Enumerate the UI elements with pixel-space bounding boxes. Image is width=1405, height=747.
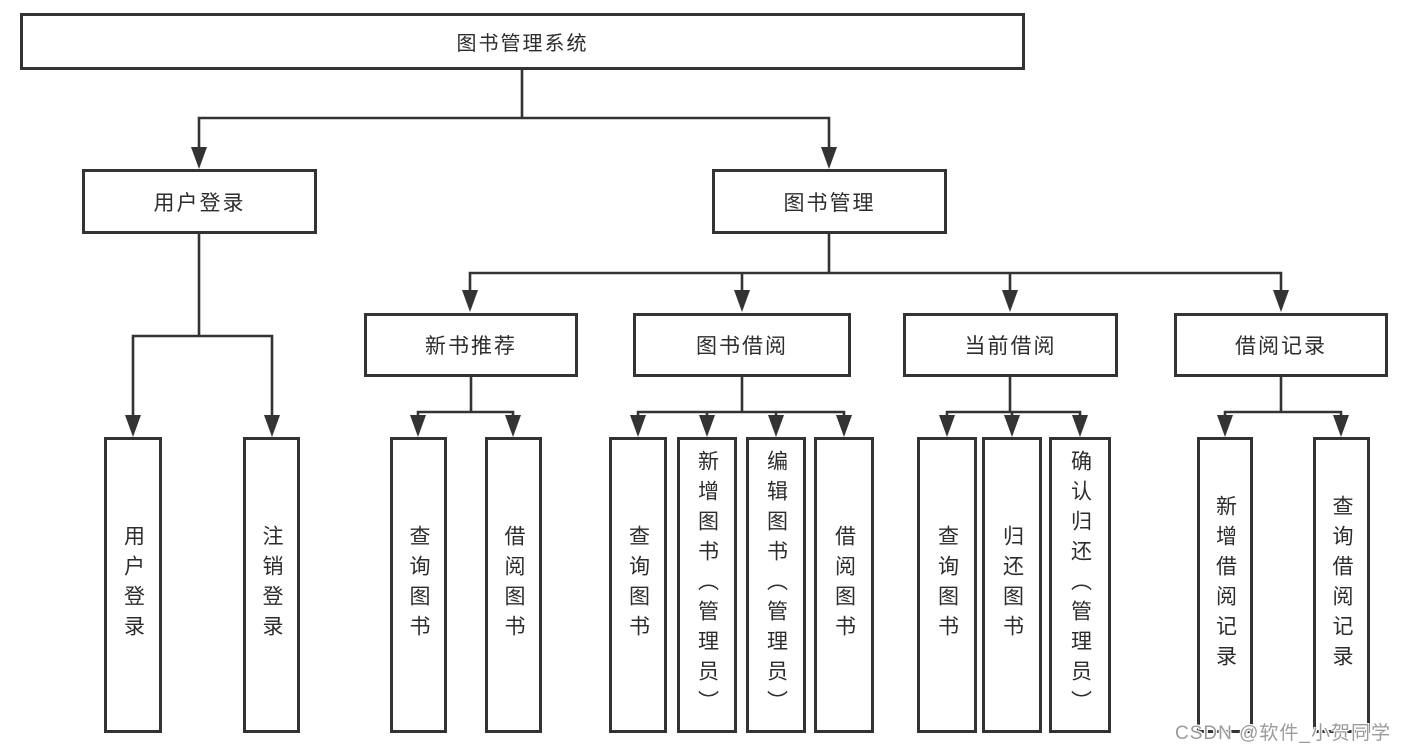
- root-box-library-management-system: 图书管理系统: [20, 13, 1025, 70]
- level1-box-book-management: 图书管理: [712, 169, 947, 234]
- level1-box-user-login: 用户登录: [82, 169, 317, 234]
- level2-box-book-borrowing: 图书借阅: [633, 313, 851, 377]
- level2-box-new-book-recommendation: 新书推荐: [364, 313, 578, 377]
- level2-box-current-borrowing: 当前借阅: [903, 313, 1118, 377]
- leaf-box-edit-book-admin: 编辑图书（管理员）: [746, 437, 806, 733]
- leaf-box-add-book-admin: 新增图书（管理员）: [677, 437, 737, 733]
- leaf-box-return-books: 归还图书: [982, 437, 1042, 733]
- leaf-box-borrow-books: 借阅图书: [814, 437, 874, 733]
- leaf-box-query-books-current: 查询图书: [917, 437, 977, 733]
- leaf-box-borrow-books-recommend: 借阅图书: [485, 437, 542, 733]
- leaf-box-query-books-borrowing: 查询图书: [609, 437, 667, 733]
- leaf-box-query-books-recommend: 查询图书: [390, 437, 447, 733]
- csdn-watermark-text: CSDN @软件_小贺同学: [1175, 723, 1391, 744]
- leaf-box-add-borrow-record: 新增借阅记录: [1197, 437, 1253, 733]
- leaf-box-user-login: 用户登录: [104, 437, 162, 733]
- level2-box-borrowing-records: 借阅记录: [1174, 313, 1388, 377]
- leaf-box-confirm-return-admin: 确认归还（管理员）: [1049, 437, 1111, 733]
- leaf-box-logout: 注销登录: [243, 437, 300, 733]
- leaf-box-query-borrow-record: 查询借阅记录: [1313, 437, 1370, 733]
